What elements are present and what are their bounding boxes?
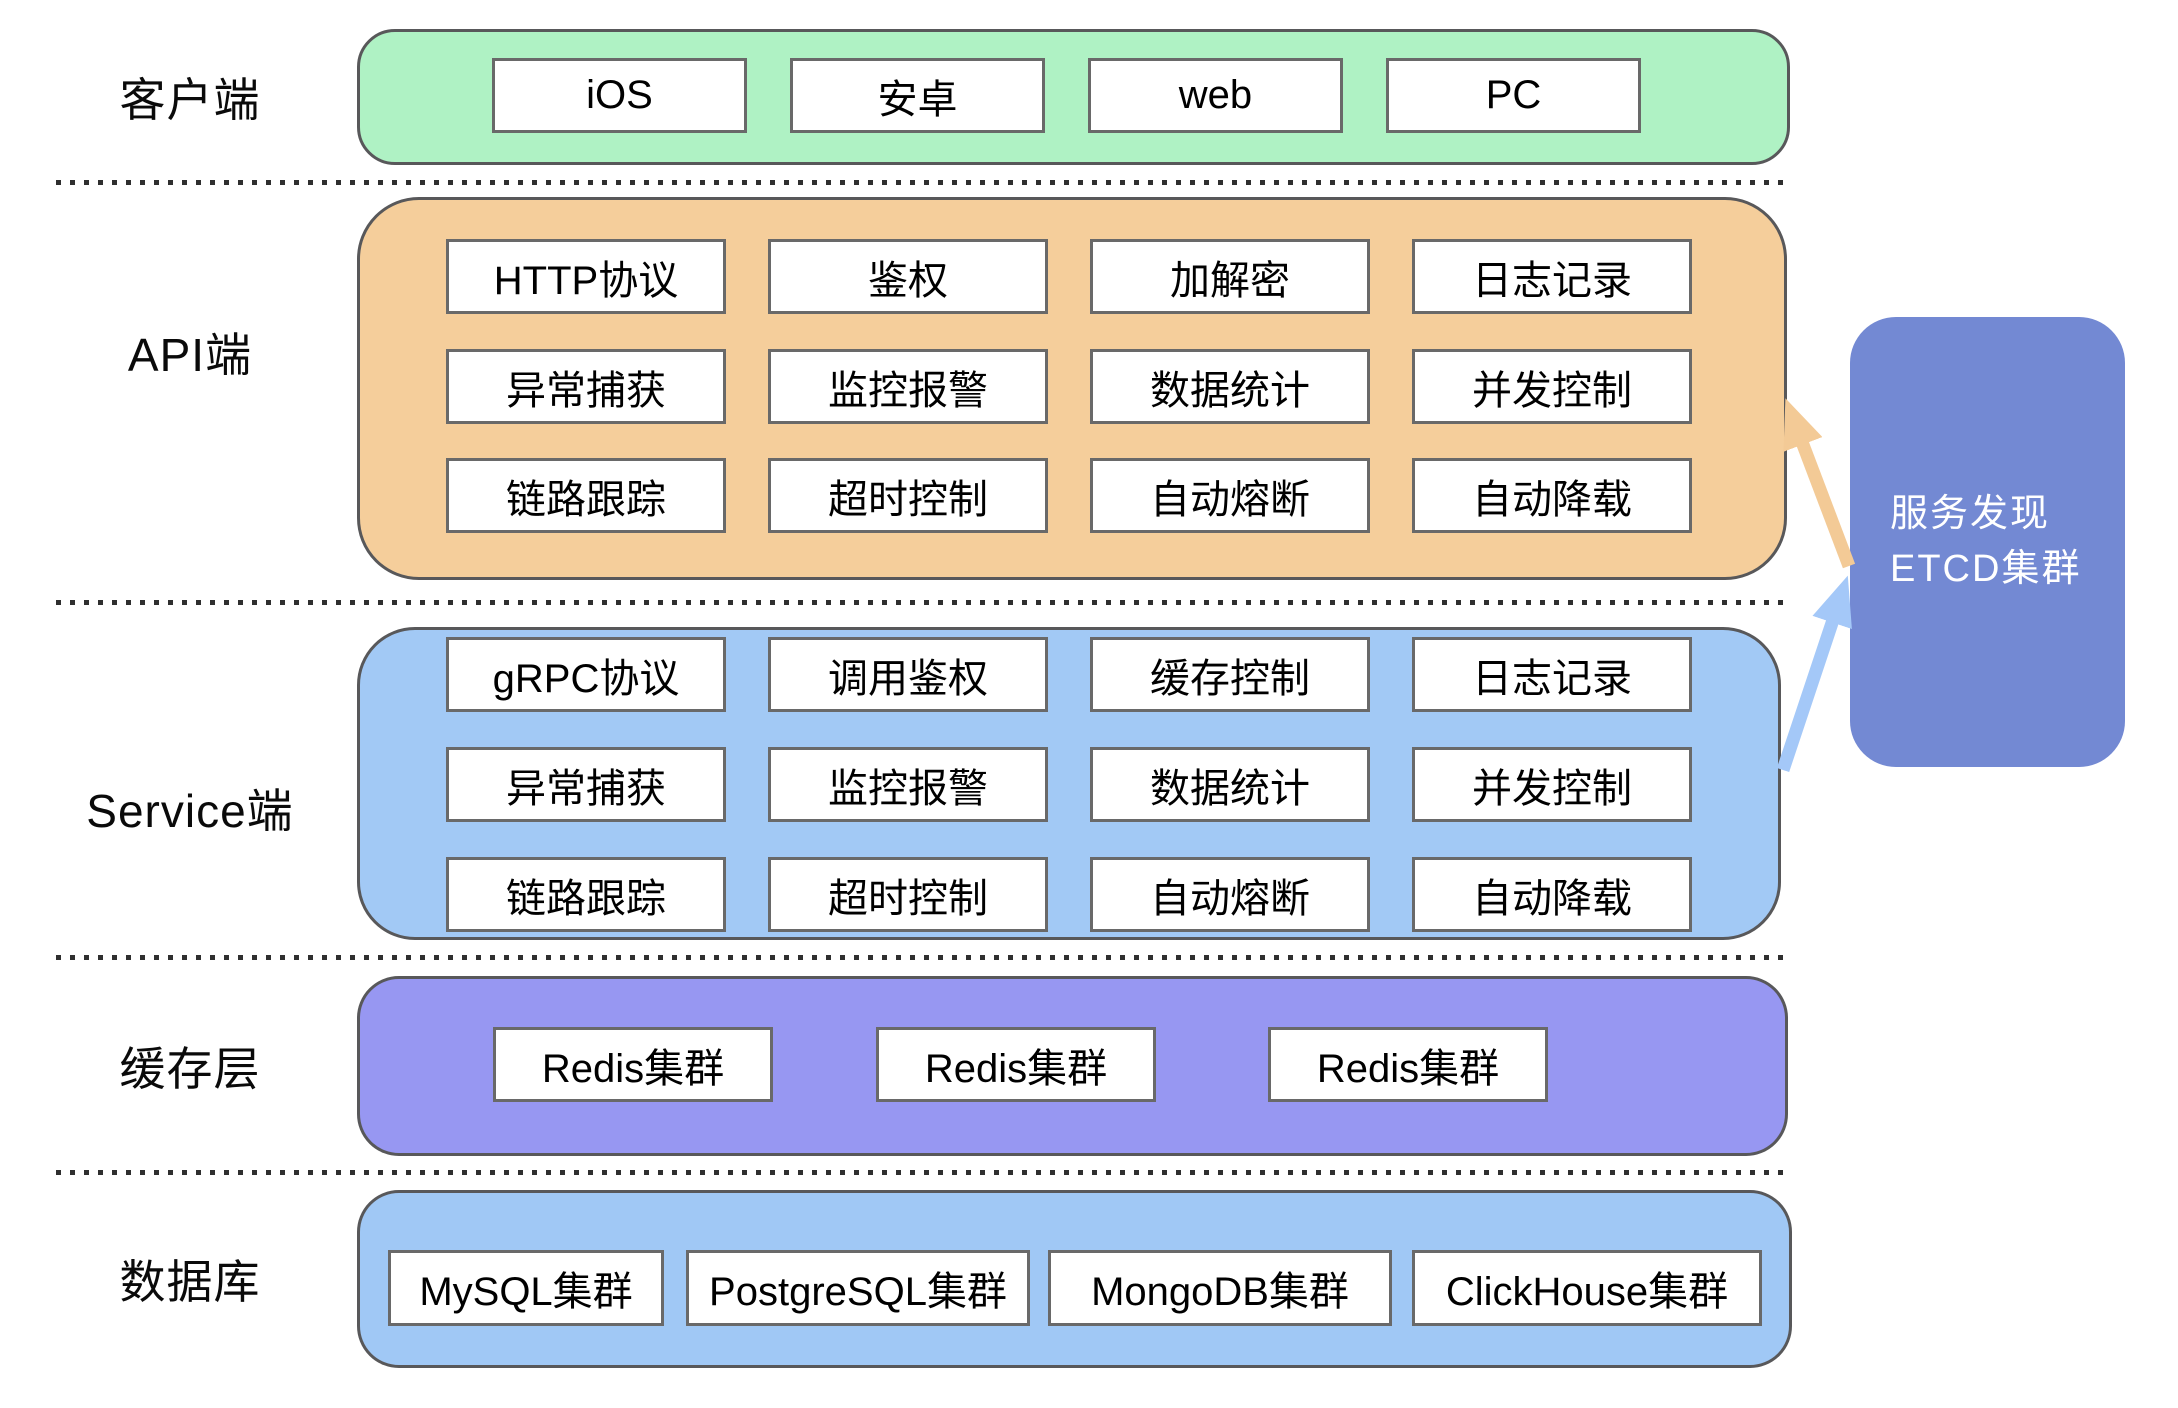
database-item: MongoDB集群 [1048, 1250, 1392, 1326]
service-item: 自动熔断 [1090, 857, 1370, 932]
api-item: 并发控制 [1412, 349, 1692, 424]
etcd-box-line1: 服务发现 [1890, 492, 2051, 535]
service-item: 超时控制 [768, 857, 1048, 932]
separator-3 [56, 955, 1788, 960]
api-item: 超时控制 [768, 458, 1048, 533]
service-item: 自动降载 [1412, 857, 1692, 932]
api-item: HTTP协议 [446, 239, 726, 314]
arrow-etcd-to-api [1783, 398, 1856, 569]
arrow-service-to-etcd [1776, 575, 1852, 773]
api-item: 数据统计 [1090, 349, 1370, 424]
client-item: iOS [492, 58, 747, 133]
service-item: 调用鉴权 [768, 637, 1048, 712]
service-item: gRPC协议 [446, 637, 726, 712]
api-item: 自动降载 [1412, 458, 1692, 533]
api-item: 加解密 [1090, 239, 1370, 314]
database-item: PostgreSQL集群 [686, 1250, 1030, 1326]
api-item: 链路跟踪 [446, 458, 726, 533]
cache-item: Redis集群 [493, 1027, 773, 1102]
layer-label-service: Service端 [86, 785, 294, 837]
service-item: 数据统计 [1090, 747, 1370, 822]
client-item: PC [1386, 58, 1641, 133]
client-item: 安卓 [790, 58, 1045, 133]
service-item: 日志记录 [1412, 637, 1692, 712]
service-item: 监控报警 [768, 747, 1048, 822]
etcd-cluster-box: 服务发现 ETCD集群 [1850, 317, 2125, 767]
layer-label-client: 客户端 [119, 74, 261, 126]
cache-item: Redis集群 [876, 1027, 1156, 1102]
cache-item: Redis集群 [1268, 1027, 1548, 1102]
api-item: 日志记录 [1412, 239, 1692, 314]
service-item: 并发控制 [1412, 747, 1692, 822]
database-item: MySQL集群 [388, 1250, 664, 1326]
layer-label-api: API端 [127, 329, 253, 381]
separator-2 [56, 600, 1788, 605]
api-item: 异常捕获 [446, 349, 726, 424]
database-item: ClickHouse集群 [1412, 1250, 1762, 1326]
separator-4 [56, 1170, 1788, 1175]
api-item: 鉴权 [768, 239, 1048, 314]
api-item: 监控报警 [768, 349, 1048, 424]
etcd-box-line2: ETCD集群 [1890, 548, 2082, 590]
service-item: 异常捕获 [446, 747, 726, 822]
layer-label-cache: 缓存层 [119, 1043, 261, 1095]
layer-label-database: 数据库 [119, 1256, 261, 1308]
client-item: web [1088, 58, 1343, 133]
separator-1 [56, 180, 1788, 185]
service-item: 缓存控制 [1090, 637, 1370, 712]
api-item: 自动熔断 [1090, 458, 1370, 533]
service-item: 链路跟踪 [446, 857, 726, 932]
